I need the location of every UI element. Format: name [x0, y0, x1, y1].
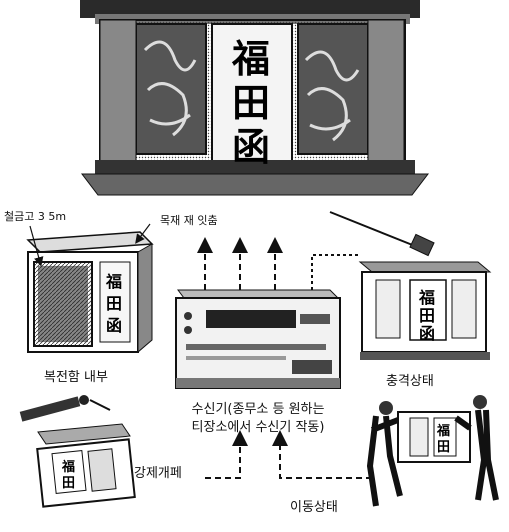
impact-box-char-3: 函: [419, 324, 436, 343]
left-box-char-3: 函: [106, 316, 123, 335]
forced-box-char-2: 田: [62, 476, 76, 491]
moving-box-char-2: 田: [437, 440, 451, 455]
plaque-char-2: 田: [232, 80, 271, 125]
moving-box-illustration: [366, 395, 499, 507]
moving-state-label: 이동상태: [290, 500, 338, 515]
signal-arrows-bottom: [205, 430, 372, 479]
moving-box-char-1: 福: [437, 424, 451, 439]
wood-joint-label: 목재 재 잇춤: [160, 214, 218, 227]
left-box-char-1: 福: [106, 272, 123, 291]
carved-offering-box-illustration: [80, 0, 430, 196]
iron-safe-label: 철금고 3 5m: [4, 210, 67, 223]
forced-box-char-1: 福: [62, 460, 76, 475]
plaque-char-3: 函: [232, 124, 271, 169]
receiver-label-line2: 티장소에서 수신기 작동): [191, 420, 325, 435]
receiver-device-illustration: [175, 289, 341, 389]
plaque-char-1: 福: [232, 36, 271, 81]
impact-box-char-2: 田: [419, 306, 436, 325]
impact-box-char-1: 福: [419, 288, 436, 307]
box-interior-illustration: [26, 223, 154, 354]
receiver-label-line1: 수신기(종무소 등 원하는: [191, 402, 325, 417]
forced-open-illustration: [19, 395, 136, 508]
left-box-char-2: 田: [106, 294, 123, 313]
impact-box-illustration: [329, 211, 492, 360]
box-interior-label: 복전함 내부: [44, 370, 108, 385]
forced-open-label: 강제개페: [134, 466, 182, 481]
signal-arrows-up: [197, 237, 358, 290]
impact-state-label: 충격상태: [386, 374, 434, 389]
